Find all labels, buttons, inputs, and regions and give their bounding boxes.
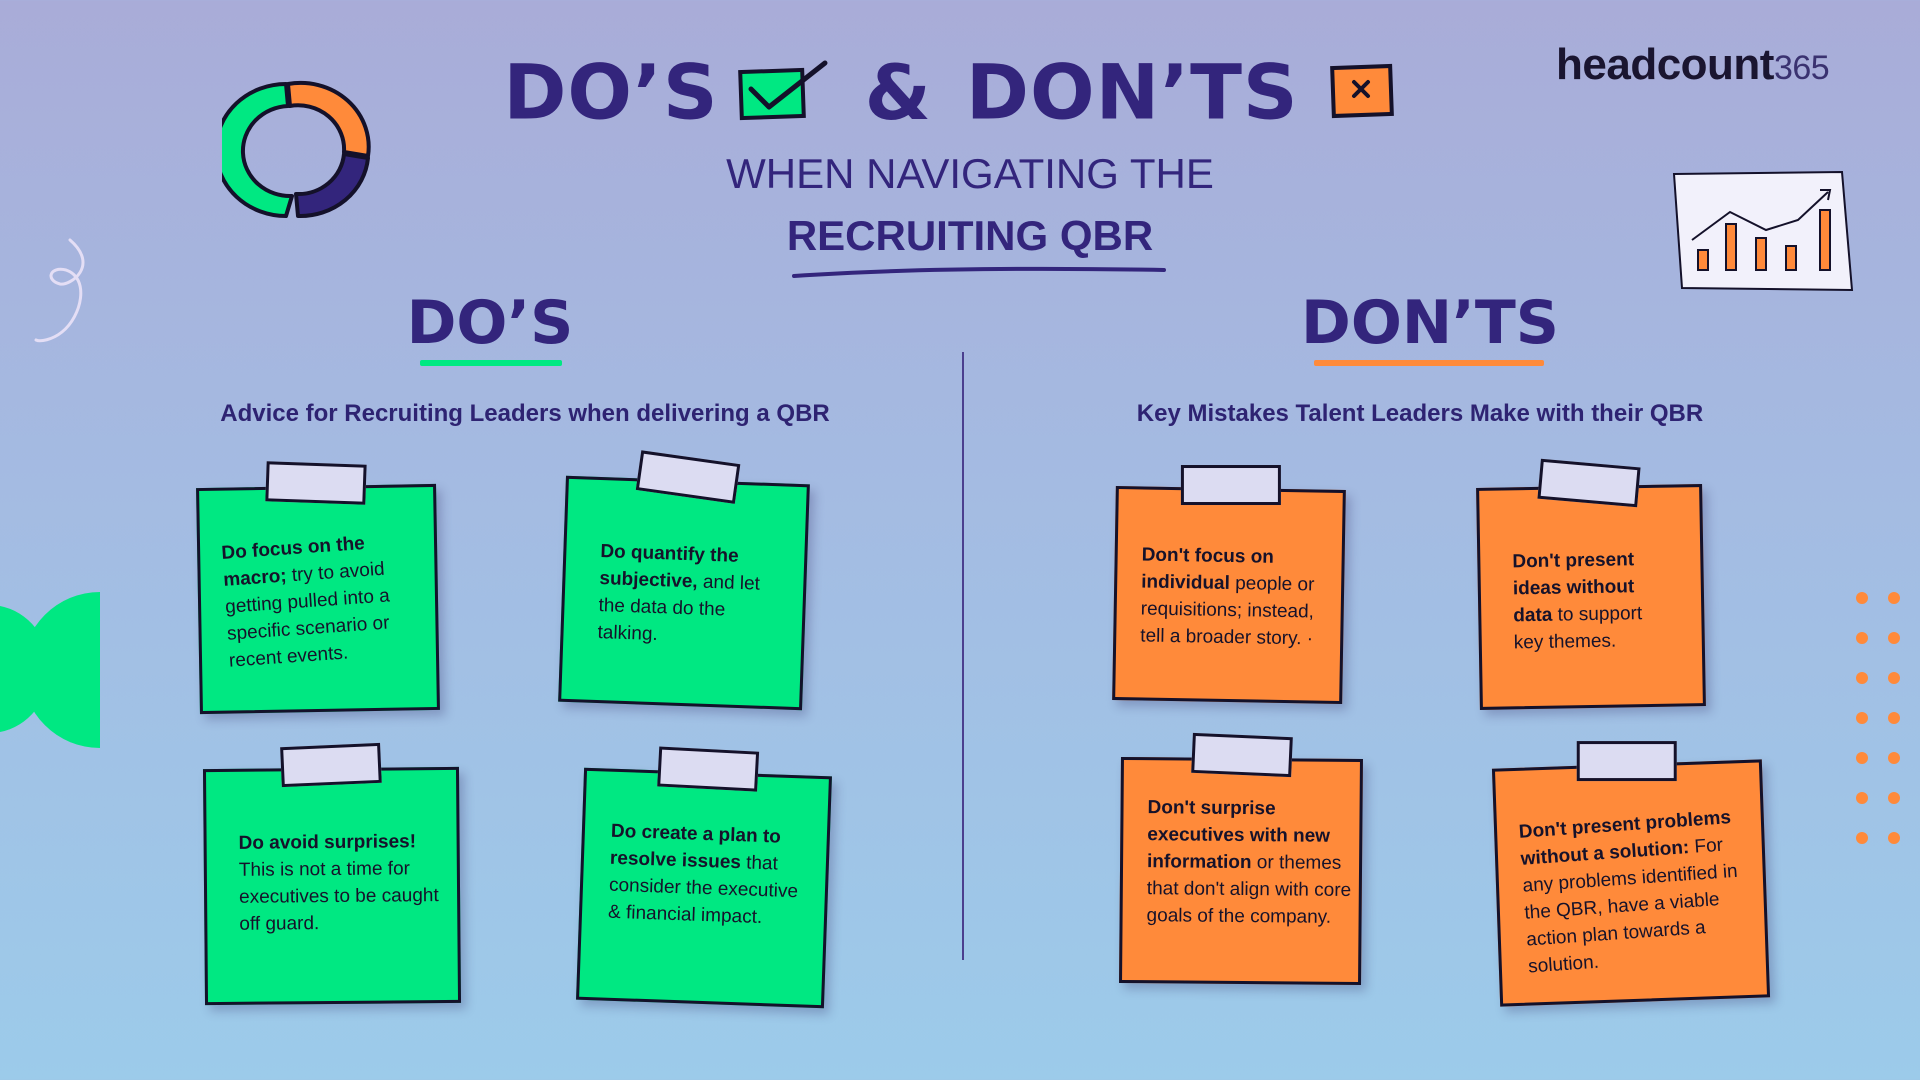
note-text: This is not a time for executives to be … — [238, 858, 439, 935]
donut-chart-icon — [222, 80, 371, 219]
half-circles-decoration — [0, 592, 100, 748]
squiggle-icon — [34, 238, 85, 343]
dos-note-3: Do avoid surprises! This is not a time f… — [202, 742, 462, 1006]
donts-note-3: Don't surprise executives with new infor… — [1119, 732, 1363, 986]
note-bold: Do avoid surprises! — [238, 831, 417, 854]
dos-heading: DO’S — [406, 288, 574, 358]
tape — [280, 742, 382, 788]
dots-decoration — [1856, 592, 1906, 848]
page-title: DO’S &DON’TS — [0, 42, 1920, 137]
donts-underline — [1314, 360, 1544, 366]
donts-heading: DON’TS — [1301, 288, 1559, 358]
bar-chart-icon — [1672, 170, 1854, 292]
x-box-icon — [1329, 63, 1399, 119]
subtitle-underline — [792, 266, 1166, 278]
donts-note-4: Don't present problems without a solutio… — [1491, 741, 1771, 1007]
donts-note-1: Don't focus on individual people or requ… — [1112, 465, 1346, 704]
title-donts: DON’TS — [965, 47, 1299, 137]
headcount-logo: headcount365 — [1556, 40, 1830, 89]
tape — [635, 450, 741, 504]
dos-note-4: Do create a plan to resolve issues that … — [576, 746, 832, 1009]
tape — [1537, 458, 1641, 508]
title-dos: DO’S — [503, 47, 719, 137]
tape — [1180, 465, 1281, 506]
dos-note-1: Do focus on the macro; try to avoid gett… — [196, 461, 440, 715]
tape — [657, 746, 760, 792]
donts-note-2: Don't present ideas without data to supp… — [1476, 458, 1706, 710]
dos-subheading: Advice for Recruiting Leaders when deliv… — [220, 400, 830, 427]
dos-underline — [420, 360, 562, 366]
subtitle-line2: RECRUITING QBR — [786, 212, 1154, 259]
donts-subheading: Key Mistakes Talent Leaders Make with th… — [1136, 400, 1704, 427]
check-box-icon — [737, 60, 828, 121]
title-ampersand: & — [864, 47, 932, 137]
tape — [1191, 732, 1293, 778]
dos-note-2: Do quantify the subjective, and let the … — [558, 450, 810, 711]
tape — [265, 461, 367, 505]
tape — [1576, 741, 1677, 782]
subtitle-line1: WHEN NAVIGATING THE — [726, 150, 1214, 197]
column-divider — [962, 352, 964, 960]
